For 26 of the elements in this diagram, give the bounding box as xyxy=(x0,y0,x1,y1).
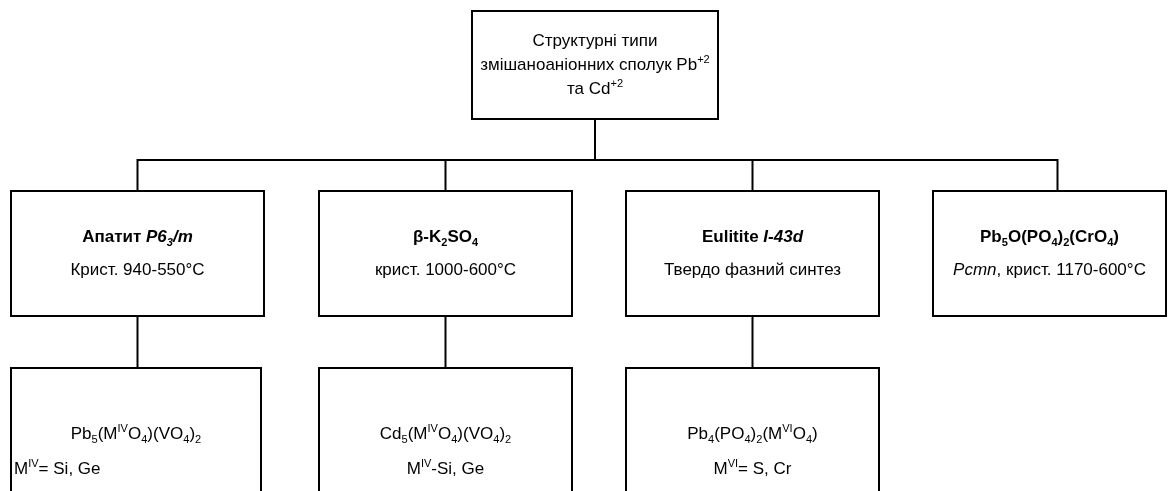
substitution-text: M$^{VI}$= S, Cr xyxy=(713,456,792,480)
structure-type-box xyxy=(625,190,880,317)
compound-box xyxy=(10,367,262,491)
structure-type-box xyxy=(932,190,1167,317)
connector-line xyxy=(751,316,754,368)
type-heading: Eulitite I-43d xyxy=(701,226,804,249)
condition-text: крист. 1000-600°C xyxy=(374,259,517,282)
structure-type-box xyxy=(318,190,573,317)
title-text: Структурні типи змішаноаніонних сполук Pb$^{+2}$ та Cd$^{+2}$ xyxy=(479,30,711,100)
condition-text: Крист. 940-550°C xyxy=(70,259,205,282)
compound-box xyxy=(318,367,573,491)
compound-box xyxy=(625,367,880,491)
connector-line xyxy=(136,316,139,368)
title-box xyxy=(471,10,719,120)
formula-text: Cd$_{5}$(M$^{IV}$O$_{4}$)(VO$_{4}$)$_{2}$ xyxy=(379,420,512,447)
condition-text: Pcmn, крист. 1170-600°C xyxy=(953,259,1146,282)
substitution-text: M$^{IV}$= Si, Ge xyxy=(14,456,101,480)
formula-text: Pb$_{5}$(M$^{IV}$O$_{4}$)(VO$_{4}$)$_{2}$ xyxy=(70,420,202,447)
connector-line xyxy=(444,316,447,368)
type-heading: Апатит P6$_{3}$/m xyxy=(82,225,193,250)
structure-type-box xyxy=(10,190,265,317)
substitution-text: M$^{IV}$-Si, Ge xyxy=(406,456,485,480)
condition-text: Твердо фазний синтез xyxy=(663,258,842,281)
formula-text: Pb$_{4}$(PO$_{4}$)$_{2}$(M$^{VI}$O$_{4}$) xyxy=(687,420,818,447)
type-heading: β-K$_{2}$SO$_{4}$ xyxy=(412,225,479,250)
type-heading: Pb$_{5}$O(PO$_{4}$)$_{2}$(CrO$_{4}$) xyxy=(980,225,1119,250)
